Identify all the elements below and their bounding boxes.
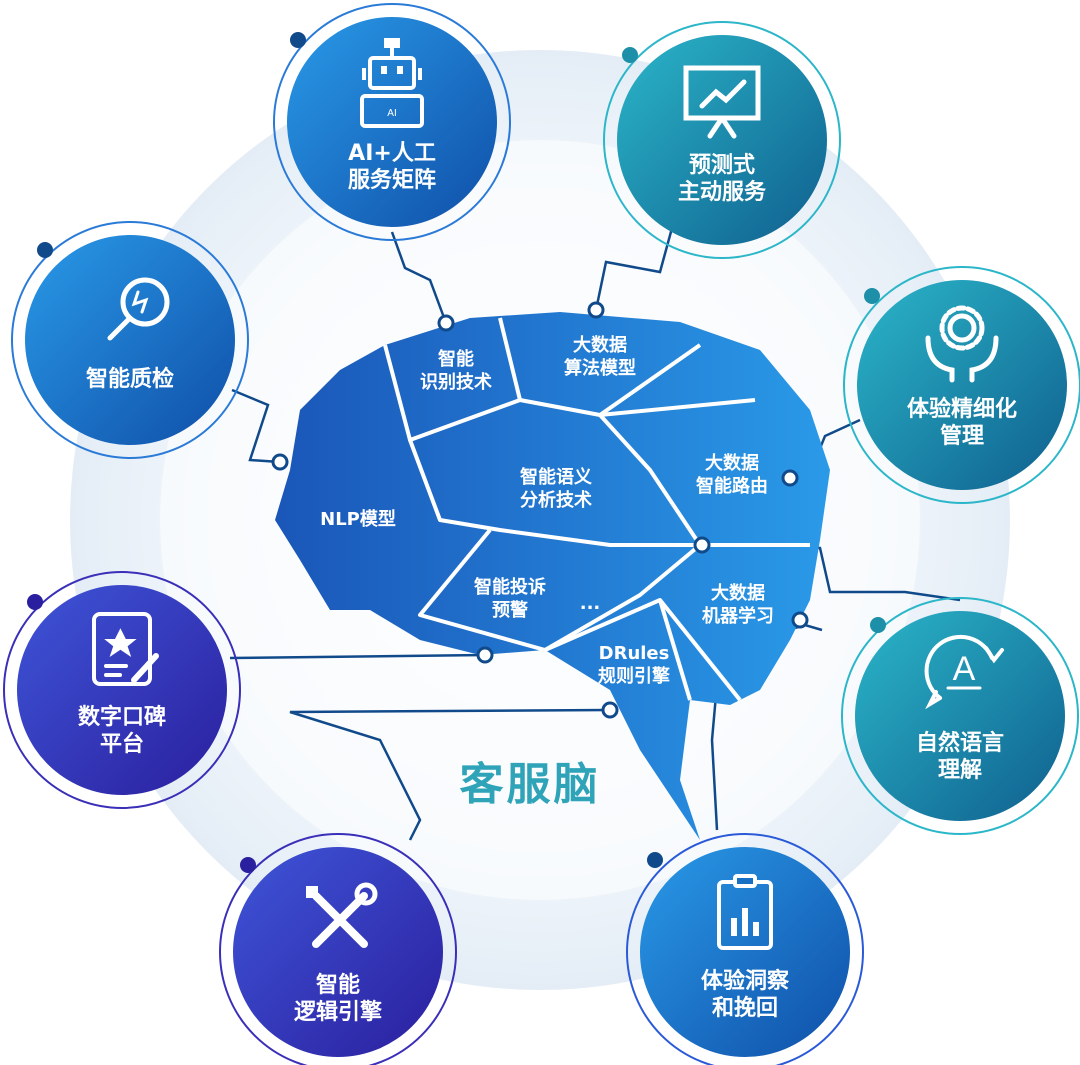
- node-label-reputation: 数字口碑 平台: [77, 705, 166, 757]
- brain: [271, 301, 830, 840]
- dot-semantic: [693, 536, 711, 554]
- brain-outline: [275, 312, 830, 840]
- dot-ml: [791, 611, 809, 629]
- brain-divider-8: [658, 599, 692, 701]
- brain-label-ml: 大数据 机器学习: [702, 583, 774, 627]
- brain-label-recognition: 智能 识别技术: [420, 349, 492, 393]
- brain-label-algorithm: 大数据 算法模型: [564, 335, 636, 379]
- node-label-logic: 智能 逻辑引擎: [293, 973, 382, 1025]
- presentation-chart-icon: [683, 65, 761, 139]
- node-ai-service: [273, 3, 511, 241]
- center-title: 客服脑: [459, 759, 601, 810]
- report-icon: [717, 874, 773, 950]
- brain-divider-4: [408, 439, 810, 547]
- brain-label-complaint: 智能投诉 预警: [474, 577, 546, 621]
- node-label-ai-service: AI+人工 服务矩阵: [347, 141, 436, 193]
- node-label-nlu: 自然语言 理解: [915, 731, 1004, 783]
- node-nlu: [841, 597, 1079, 835]
- connector-quality: [231, 388, 281, 464]
- dot-nlp: [271, 453, 289, 471]
- language-icon-text: A: [953, 650, 976, 688]
- node-label-quality: 智能质检: [85, 367, 174, 392]
- node-insight: [626, 833, 864, 1065]
- connector-ai-service: [390, 231, 448, 324]
- node-quality: [11, 221, 249, 459]
- review-icon: [92, 612, 159, 686]
- brain-dots: [271, 301, 809, 719]
- tools-icon: [306, 882, 378, 948]
- connector-logic: [289, 708, 611, 841]
- node-logic: [219, 833, 457, 1065]
- node-label-insight: 体验洞察 和挽回: [700, 969, 789, 1021]
- brain-label-semantic: 智能语义 分析技术: [520, 467, 592, 511]
- dot-drules: [601, 701, 619, 719]
- robot-icon-text: AI: [387, 108, 396, 119]
- dot-algorithm: [587, 301, 605, 319]
- language-icon: A: [924, 634, 1004, 710]
- node-label-predictive: 预测式 主动服务: [677, 153, 766, 205]
- node-label-experience-mgmt: 体验精细化 管理: [906, 397, 1017, 449]
- robot-icon: AI: [360, 38, 424, 128]
- gear-hands-icon: [925, 305, 999, 383]
- dot-complaint: [476, 646, 494, 664]
- node-experience-mgmt: [843, 266, 1080, 504]
- connector-lines: [229, 227, 961, 841]
- connector-reputation: [229, 653, 486, 660]
- brain-label-more: ...: [579, 593, 601, 614]
- brain-divider-3: [599, 398, 756, 417]
- brain-divider-5: [598, 413, 702, 547]
- brain-label-routing: 大数据 智能路由: [696, 453, 768, 497]
- brain-divider-1: [383, 317, 522, 442]
- node-predictive: [603, 21, 841, 259]
- node-reputation: [3, 571, 241, 809]
- dot-routing: [781, 469, 799, 487]
- brain-label-drules: DRules 规则引擎: [598, 643, 670, 687]
- brain-label-nlp: NLP模型: [320, 509, 396, 530]
- magnifier-icon: [107, 277, 170, 341]
- dot-recognition: [437, 314, 455, 332]
- connector-predictive: [594, 227, 674, 311]
